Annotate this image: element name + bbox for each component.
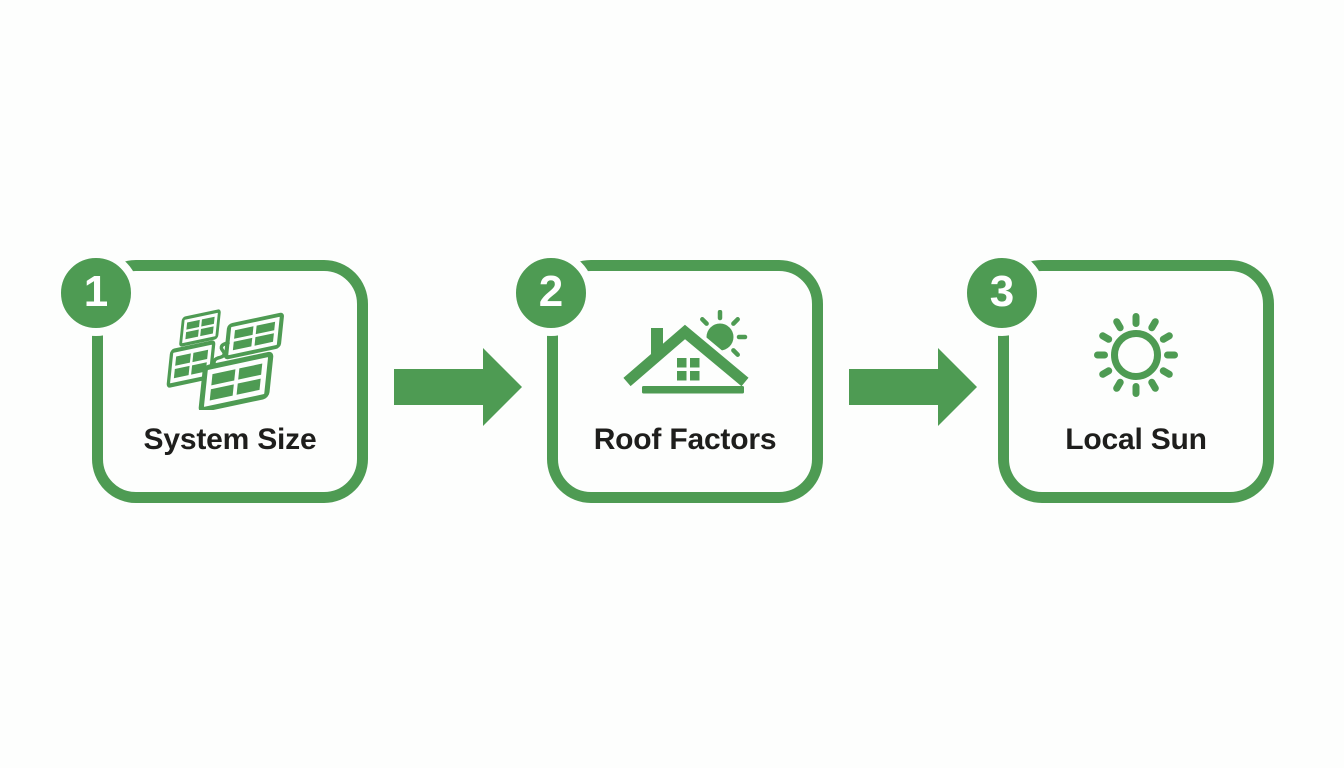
arrow-right-icon [394,348,522,426]
step-number: 2 [538,267,564,316]
solar-panels-icon [166,309,296,410]
arrow-shaft [849,369,942,405]
house-with-sun-icon [620,310,752,394]
step-number-badge: 2 [508,250,594,336]
step-panel-border [998,260,1274,503]
arrow-shaft [394,369,487,405]
step-label: System Size [143,423,317,456]
arrow-head [938,348,977,426]
step-label: Local Sun [1065,423,1207,456]
arrow-head [483,348,522,426]
step-number-badge: 1 [53,250,139,336]
step-panel-border [547,260,823,503]
step-number: 3 [989,267,1015,316]
step-panel-border [92,260,368,503]
step-number-badge: 3 [959,250,1045,336]
arrow-right-icon [849,348,977,426]
step-label: Roof Factors [593,423,777,456]
step-box-local-sun: 3 Local Sun [959,250,1274,503]
step-number: 1 [83,267,109,316]
sun-icon [1094,313,1178,397]
step-box-system-size: 1 System Size [53,250,368,503]
step-box-roof-factors: 2 Roof Factors [508,250,823,503]
